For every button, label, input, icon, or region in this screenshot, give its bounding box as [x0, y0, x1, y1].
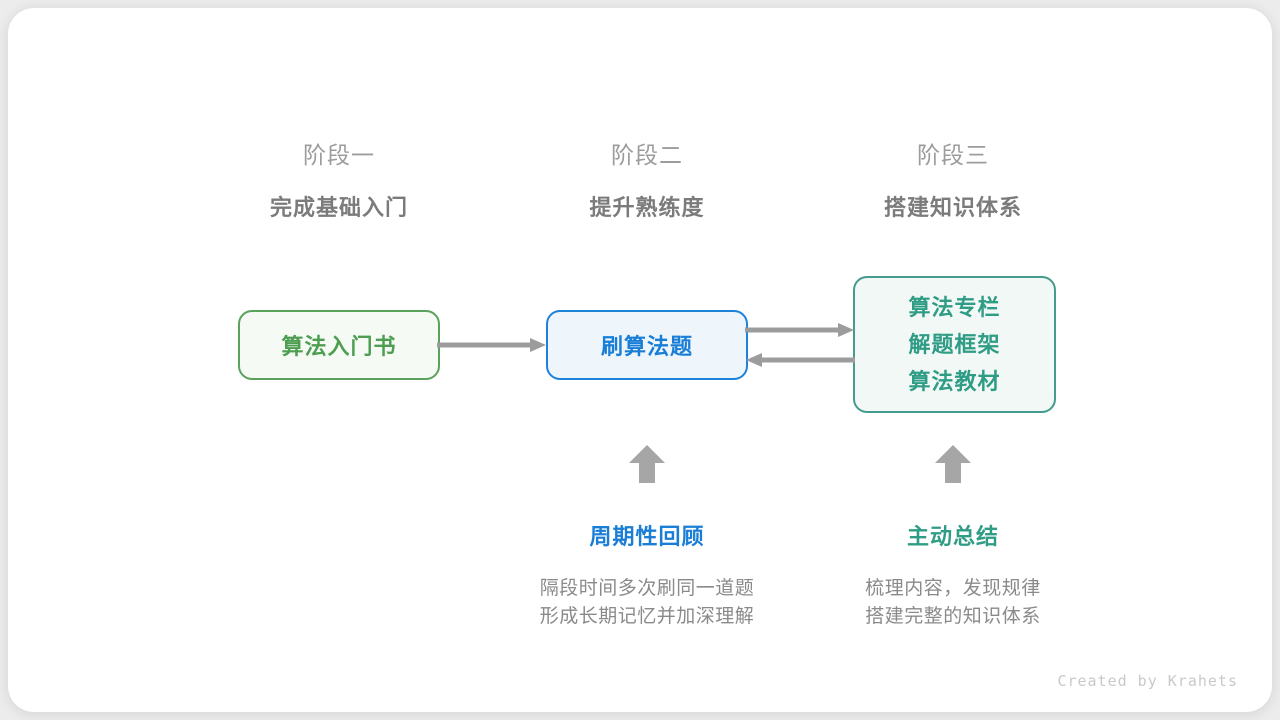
arrow-right-icon: [437, 337, 547, 353]
arrow-right-icon: [745, 322, 855, 338]
review-annotation: 周期性回顾 隔段时间多次刷同一道题 形成长期记忆并加深理解: [487, 519, 807, 630]
credit-text: Created by Krahets: [1057, 672, 1238, 690]
summarize-desc-line-2: 搭建完整的知识体系: [865, 605, 1041, 627]
arrow-up-icon: [629, 445, 665, 483]
summarize-title: 主动总结: [906, 524, 999, 549]
resources-line-3: 算法教材: [908, 369, 1001, 394]
practice-node: 刷算法题: [546, 310, 748, 380]
summarize-description: 梳理内容，发现规律 搭建完整的知识体系: [793, 575, 1113, 630]
summarize-annotation: 主动总结 梳理内容，发现规律 搭建完整的知识体系: [793, 519, 1113, 630]
resources-line-2: 解题框架: [908, 332, 1001, 357]
stage-2-subtitle: 提升熟练度: [589, 195, 705, 220]
resources-line-1: 算法专栏: [908, 295, 1001, 320]
intro-book-node: 算法入门书: [238, 310, 440, 380]
stage-3-label: 阶段三: [917, 142, 989, 168]
review-desc-line-2: 形成长期记忆并加深理解: [539, 605, 755, 627]
review-desc-line-1: 隔段时间多次刷同一道题: [539, 578, 755, 599]
review-description: 隔段时间多次刷同一道题 形成长期记忆并加深理解: [487, 575, 807, 630]
diagram-card: 阶段一 完成基础入门 阶段二 提升熟练度 阶段三 搭建知识体系 算法入门书 刷算…: [8, 8, 1272, 712]
stage-3-header: 阶段三 搭建知识体系: [803, 136, 1103, 222]
stage-1-label: 阶段一: [303, 142, 375, 168]
stage-2-label: 阶段二: [611, 142, 683, 168]
stage-2-header: 阶段二 提升熟练度: [497, 136, 797, 222]
stage-1-header: 阶段一 完成基础入门: [189, 136, 489, 222]
stage-3-subtitle: 搭建知识体系: [883, 195, 1022, 220]
arrow-left-icon: [745, 352, 855, 368]
practice-label: 刷算法题: [600, 334, 693, 359]
resources-node: 算法专栏 解题框架 算法教材: [853, 276, 1056, 413]
review-title: 周期性回顾: [589, 524, 705, 549]
stage-1-subtitle: 完成基础入门: [269, 195, 408, 220]
intro-book-label: 算法入门书: [281, 334, 397, 359]
summarize-desc-line-1: 梳理内容，发现规律: [865, 578, 1041, 599]
arrow-up-icon: [935, 445, 971, 483]
